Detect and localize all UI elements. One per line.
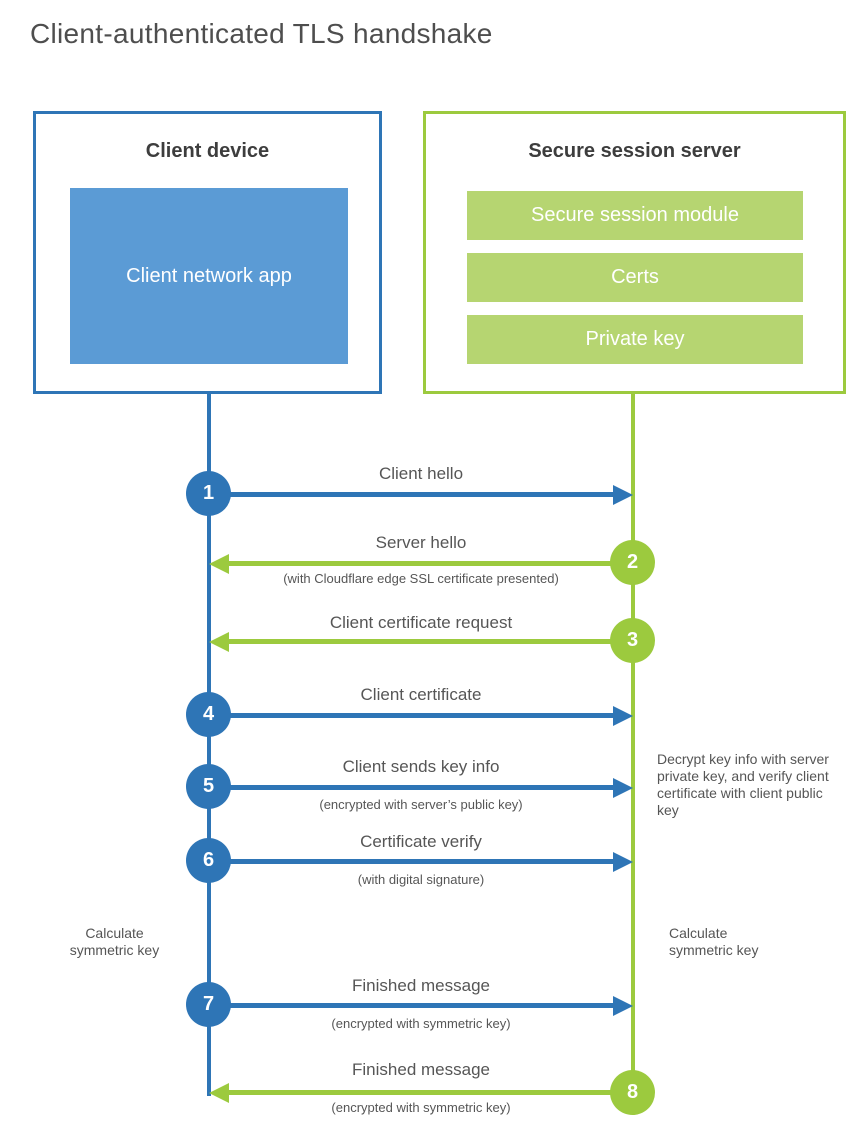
step-4-label: Client certificate <box>360 685 482 704</box>
step-2-sublabel: (with Cloudflare edge SSL certificate pr… <box>283 571 559 586</box>
step-3-circle: 3 <box>610 618 655 663</box>
step-8-label: Finished message <box>352 1060 490 1079</box>
step-6-arrow <box>209 851 633 872</box>
step-6-sublabel: (with digital signature) <box>357 872 485 887</box>
step-6-label: Certificate verify <box>360 832 482 851</box>
calculate-symmetric-key-left: Calculate symmetric key <box>69 925 160 958</box>
step-8-circle: 8 <box>610 1070 655 1115</box>
step-1-arrow <box>209 484 633 505</box>
certs-bar: Certs <box>467 253 803 302</box>
step-7-circle: 7 <box>186 982 231 1027</box>
client-network-app-label: Client network app <box>126 264 292 287</box>
step-7-arrow <box>209 995 633 1016</box>
step-3-label: Client certificate request <box>329 613 513 632</box>
secure-session-module-bar: Secure session module <box>467 191 803 240</box>
client-device-box: Client device Client network app <box>33 111 382 394</box>
client-device-title: Client device <box>145 140 270 162</box>
step-7-label: Finished message <box>352 976 490 995</box>
secure-session-server-box: Secure session server Secure session mod… <box>423 111 846 394</box>
step-2-arrow <box>209 553 633 574</box>
step-4-circle: 4 <box>186 692 231 737</box>
step-3-arrow <box>209 631 633 652</box>
page-title: Client-authenticated TLS handshake <box>30 18 493 49</box>
step-8-sublabel: (encrypted with symmetric key) <box>331 1100 511 1115</box>
step-2-circle: 2 <box>610 540 655 585</box>
step-5-sublabel: (encrypted with server’s public key) <box>319 797 523 812</box>
step-5-circle: 5 <box>186 764 231 809</box>
step-2-label: Server hello <box>375 533 467 552</box>
private-key-bar: Private key <box>467 315 803 364</box>
step-1-label: Client hello <box>378 464 464 483</box>
step-6-circle: 6 <box>186 838 231 883</box>
step-8-arrow <box>209 1082 633 1103</box>
step-4-arrow <box>209 705 633 726</box>
step-7-sublabel: (encrypted with symmetric key) <box>331 1016 511 1031</box>
server-lifeline <box>631 393 635 1093</box>
step-1-circle: 1 <box>186 471 231 516</box>
client-network-app-box: Client network app <box>70 188 348 364</box>
step-5-arrow <box>209 777 633 798</box>
calculate-symmetric-key-right: Calculate symmetric key <box>669 925 759 958</box>
decrypt-note: Decrypt key info with server private key… <box>657 751 829 818</box>
client-lifeline <box>207 393 211 1096</box>
secure-session-server-title: Secure session server <box>528 140 741 162</box>
step-5-label: Client sends key info <box>342 757 500 776</box>
